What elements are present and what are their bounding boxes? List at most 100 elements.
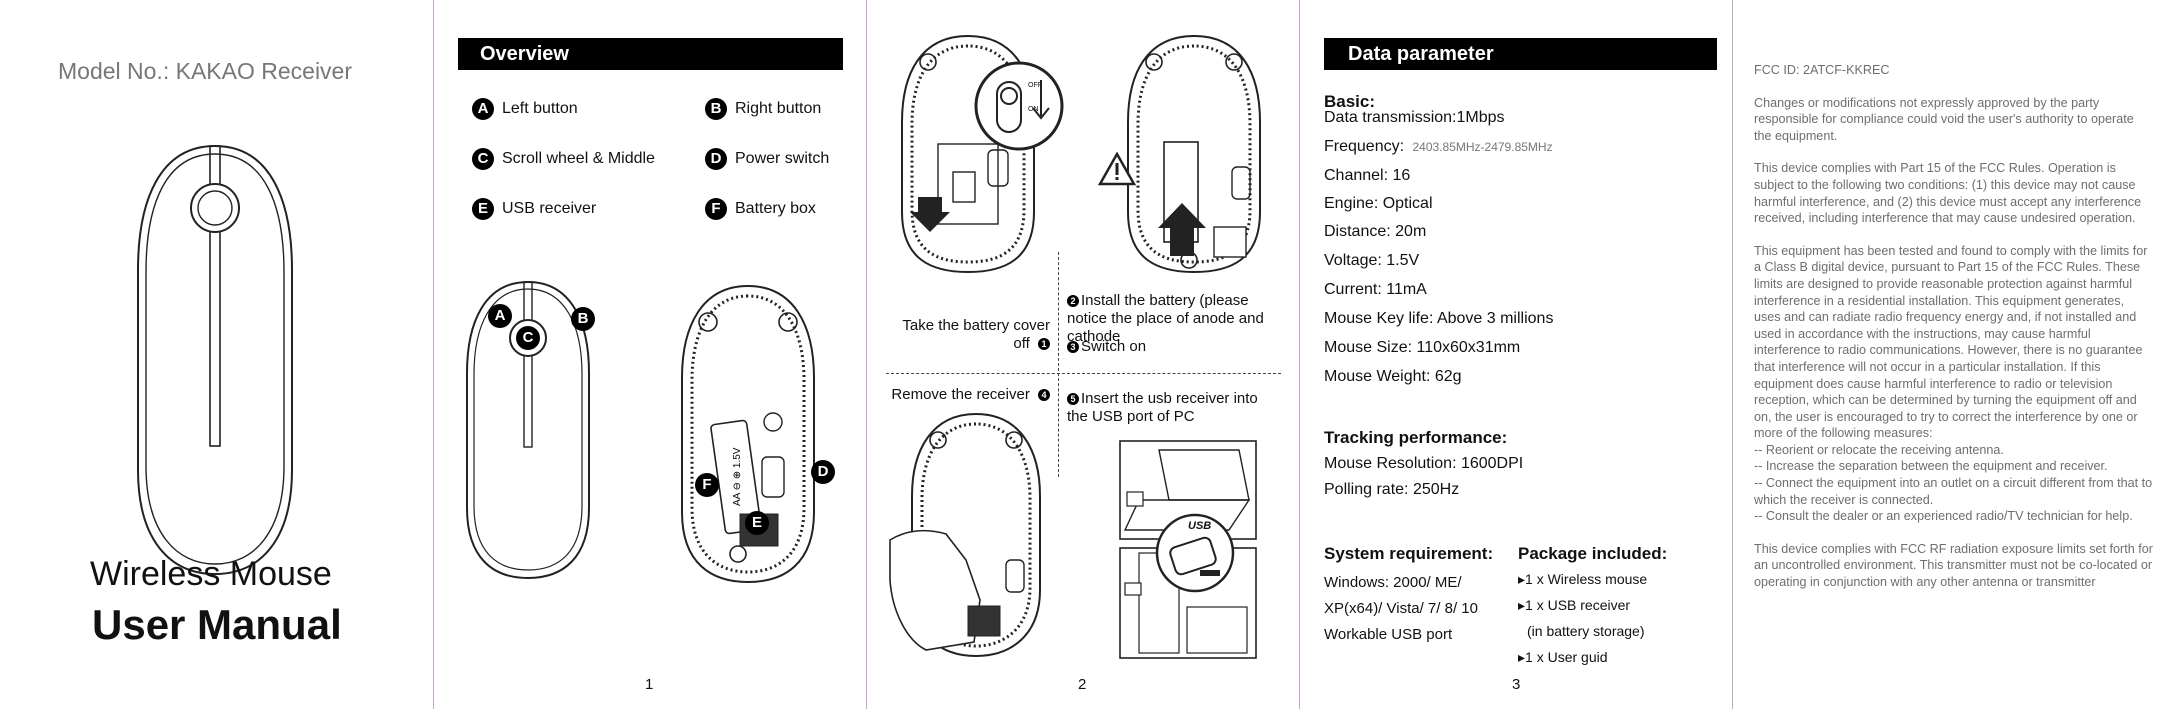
step2-label: Install the battery (please notice the p…: [1067, 292, 1264, 345]
panel-divider: [1299, 0, 1300, 709]
title-line2: User Manual: [92, 601, 342, 648]
overview-item-label: Right button: [735, 100, 822, 118]
mouse-bottom-diagram: AA ⊖ ⊕ 1.5V: [681, 284, 815, 584]
usb-label: USB: [1188, 520, 1212, 532]
step3-label: Switch on: [1081, 338, 1147, 355]
step-number-badge: 4: [1038, 389, 1050, 402]
basic-item: Mouse Size: 110x60x31mm: [1324, 339, 1521, 356]
letter-badge: C: [472, 148, 494, 170]
overview-heading: Overview: [458, 38, 843, 70]
basic-item: Distance: 20m: [1324, 223, 1427, 240]
switch-zoom-icon: [974, 61, 1064, 151]
model-number: Model No.: KAKAO Receiver: [58, 58, 353, 84]
system-item: Workable USB port: [1324, 626, 1453, 643]
package-item: (in battery storage): [1527, 623, 1645, 639]
step2-illustration: [1127, 34, 1261, 274]
fcc-measure: -- Consult the dealer or an experienced …: [1754, 509, 2133, 524]
tracking-item: Polling rate: 250Hz: [1324, 481, 1460, 498]
overview-item-b: B Right button: [705, 98, 821, 120]
overview-item-label: Left button: [502, 100, 578, 118]
frequency-value: 2403.85MHz-2479.85MHz: [1412, 140, 1553, 154]
basic-item: Data transmission:1Mbps: [1324, 109, 1505, 126]
basic-item: Mouse Key life: Above 3 millions: [1324, 310, 1554, 327]
letter-badge: E: [472, 198, 494, 220]
params-panel: Data parameter Basic: Data transmission:…: [1299, 0, 1732, 709]
step-number-badge: 5: [1067, 393, 1079, 406]
step4-text: Remove the receiver 4: [882, 386, 1050, 404]
warning-icon: [1098, 152, 1136, 186]
page-number: 1: [645, 676, 654, 693]
fcc-paragraph: This equipment has been tested and found…: [1754, 243, 2148, 441]
step-number-badge: 3: [1067, 341, 1079, 354]
page-number: 3: [1512, 676, 1521, 693]
overview-item-label: Scroll wheel & Middle: [502, 150, 655, 168]
diagram-letter-f: F: [695, 473, 719, 497]
fcc-measure: -- Increase the separation between the e…: [1754, 459, 2108, 474]
package-item: ▸1 x USB receiver: [1518, 597, 1631, 613]
overview-item-label: USB receiver: [502, 200, 597, 218]
overview-item-label: Power switch: [735, 150, 830, 168]
switch-off-label: OFF: [1028, 82, 1042, 89]
step1-illustration: [901, 34, 1035, 274]
letter-badge: A: [472, 98, 494, 120]
step4-illustration: [889, 412, 1041, 658]
diagram-letter-a: A: [488, 304, 512, 328]
basic-title: Basic:: [1324, 92, 1376, 111]
overview-item-c: C Scroll wheel & Middle: [472, 148, 655, 170]
fcc-measure: -- Reorient or relocate the receiving an…: [1754, 442, 2004, 457]
package-title: Package included:: [1518, 544, 1668, 563]
fcc-id: FCC ID: 2ATCF-KKREC: [1754, 63, 1890, 77]
overview-item-e: E USB receiver: [472, 198, 596, 220]
horizontal-separator: [886, 373, 1281, 374]
mouse-top-illustration: [137, 144, 293, 576]
panel-divider: [1732, 0, 1733, 709]
system-title: System requirement:: [1324, 544, 1494, 563]
cover-panel: Model No.: KAKAO Receiver Wireless Mouse…: [0, 0, 433, 709]
step1-text: Take the battery cover off 1: [882, 317, 1050, 353]
switch-on-label: ON: [1028, 106, 1039, 113]
letter-badge: F: [705, 198, 727, 220]
diagram-letter-c: C: [516, 326, 540, 350]
fcc-text-block: FCC ID: 2ATCF-KKREC Changes or modificat…: [1754, 62, 2154, 607]
params-heading: Data parameter: [1324, 38, 1717, 70]
step1-label: Take the battery cover off: [902, 317, 1050, 352]
fcc-paragraph: Changes or modifications not expressly a…: [1754, 95, 2134, 143]
package-item: ▸1 x User guid: [1518, 649, 1608, 665]
step4-label: Remove the receiver: [891, 386, 1030, 403]
step-number-badge: 2: [1067, 295, 1079, 308]
panel-divider: [866, 0, 867, 709]
panel-divider: [433, 0, 434, 709]
tracking-item: Mouse Resolution: 1600DPI: [1324, 455, 1524, 472]
step-number-badge: 1: [1038, 338, 1050, 351]
basic-item: Engine: Optical: [1324, 195, 1433, 212]
basic-item: Voltage: 1.5V: [1324, 252, 1420, 269]
fcc-paragraph: This device complies with FCC RF radiati…: [1754, 541, 2153, 590]
usb-receiver-zoom: [1155, 513, 1235, 593]
frequency-row: Frequency: 2403.85MHz-2479.85MHz: [1324, 137, 1553, 157]
system-item: Windows: 2000/ ME/: [1324, 574, 1462, 591]
page-number: 2: [1078, 676, 1087, 693]
basic-item: Channel: 16: [1324, 167, 1411, 184]
package-item: ▸1 x Wireless mouse: [1518, 571, 1648, 587]
fcc-panel: FCC ID: 2ATCF-KKREC Changes or modificat…: [1732, 0, 2165, 709]
system-item: XP(x64)/ Vista/ 7/ 8/ 10: [1324, 600, 1478, 617]
vertical-separator: [1058, 252, 1059, 477]
step5-label: Insert the usb receiver into the USB por…: [1067, 390, 1258, 425]
basic-item: Frequency:: [1324, 138, 1405, 155]
diagram-letter-b: B: [571, 307, 595, 331]
diagram-letter-e: E: [745, 511, 769, 535]
overview-item-label: Battery box: [735, 200, 816, 218]
overview-panel: Overview A Left button B Right button C Scr…: [433, 0, 866, 709]
basic-item: Mouse Weight: 62g: [1324, 368, 1462, 385]
overview-item-a: A Left button: [472, 98, 578, 120]
overview-item-f: F Battery box: [705, 198, 816, 220]
letter-badge: B: [705, 98, 727, 120]
fcc-paragraph: This device complies with Part 15 of the…: [1754, 161, 2142, 226]
title-line1: Wireless Mouse: [90, 555, 332, 593]
overview-item-d: D Power switch: [705, 148, 829, 170]
letter-badge: D: [705, 148, 727, 170]
tracking-title: Tracking performance:: [1324, 428, 1508, 447]
